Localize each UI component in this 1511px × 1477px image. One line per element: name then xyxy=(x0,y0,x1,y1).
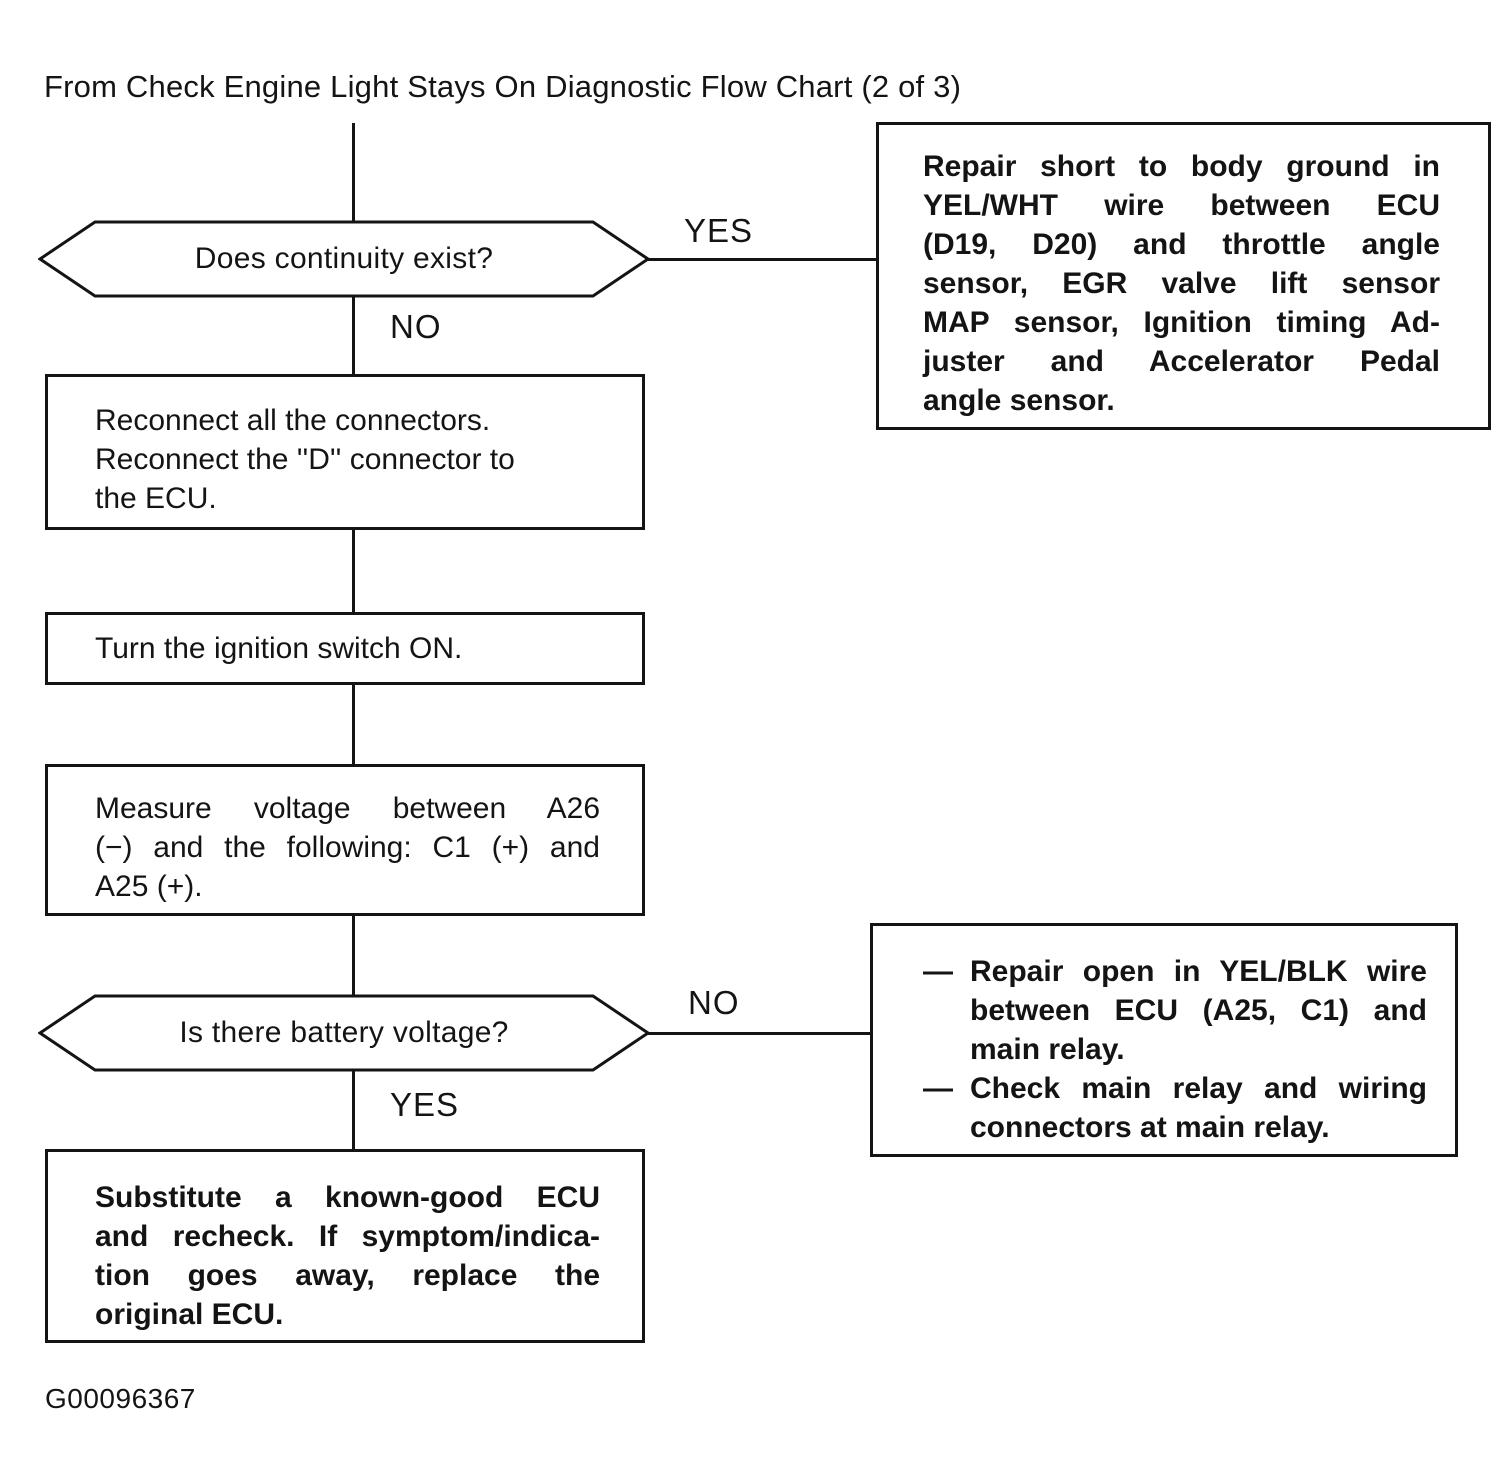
decision-continuity: Does continuity exist? xyxy=(38,220,650,298)
connector-ignition-measure-line xyxy=(352,683,355,766)
connector-measure-decision-line xyxy=(352,914,355,995)
ignition-box-label: Turn the ignition switch ON. xyxy=(95,632,463,665)
decision-battery-no-label: NO xyxy=(688,984,740,1021)
decision-battery-label: Is there battery voltage? xyxy=(179,1016,509,1049)
hexagon-shape xyxy=(38,220,650,298)
connector-no2-line xyxy=(648,1032,872,1035)
hexagon-shape xyxy=(38,994,650,1072)
connector-entry-line xyxy=(352,123,355,221)
connector-reconnect-ignition-line xyxy=(352,528,355,614)
figure-id: G00096367 xyxy=(45,1383,196,1414)
ignition-box: Turn the ignition switch ON. xyxy=(45,612,645,685)
decision-continuity-yes-label: YES xyxy=(684,212,754,249)
connector-no1-line xyxy=(352,296,355,376)
connector-yes2-line xyxy=(352,1070,355,1151)
decision-battery-yes-label: YES xyxy=(390,1086,460,1123)
connector-yes1-line xyxy=(648,258,877,261)
decision-continuity-no-label: NO xyxy=(390,308,442,345)
dash-bullet: — xyxy=(923,1072,953,1105)
decision-continuity-label: Does continuity exist? xyxy=(194,242,494,275)
measure-voltage-box: Measure voltage between A26(−) and the f… xyxy=(45,764,645,916)
page-title: From Check Engine Light Stays On Diagnos… xyxy=(44,69,962,104)
dash-bullet: — xyxy=(923,955,953,988)
decision-battery: Is there battery voltage? xyxy=(38,994,650,1072)
reconnect-box: Reconnect all the connectors. Reconnect … xyxy=(45,374,645,530)
